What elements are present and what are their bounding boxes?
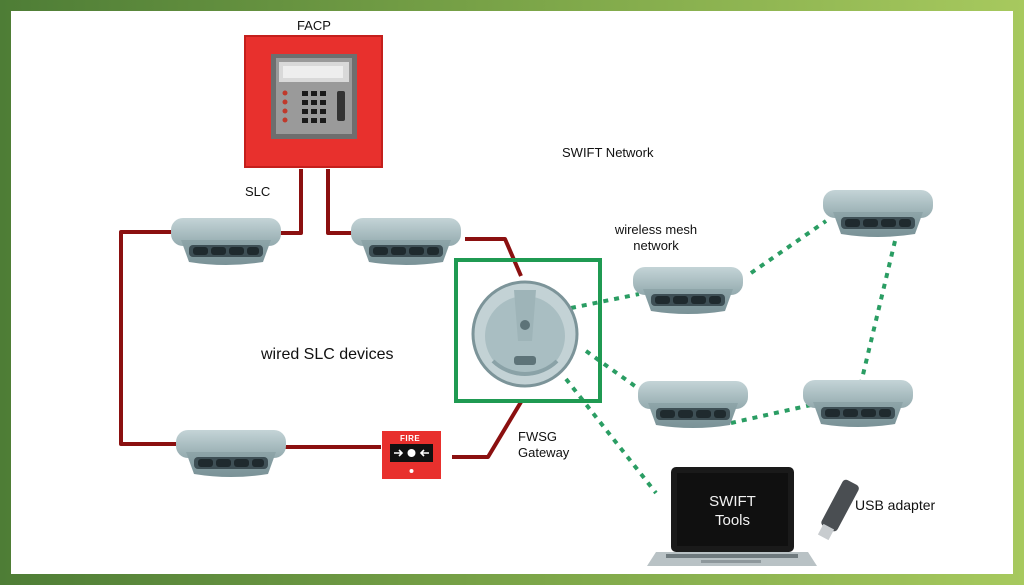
wireless-mesh-label: wireless mesh network [614, 222, 698, 253]
slc-wire-top [465, 237, 523, 277]
wired-slc-devices-label: wired SLC devices [261, 346, 394, 363]
facp-panel [244, 35, 383, 168]
wired-slc-lines [119, 169, 523, 459]
wireless-mesh-label-line1: wireless mesh [614, 222, 698, 237]
wireless-mesh-lines [564, 219, 897, 495]
pull-station-label: FIRE [400, 434, 421, 443]
mesh-link-5 [584, 349, 641, 391]
slc-wire-to-gateway [452, 400, 523, 459]
network-diagram [119, 35, 933, 566]
mesh-link-6 [564, 377, 658, 495]
mesh-link-4 [730, 403, 812, 425]
fwsg-label-line1: FWSG [518, 429, 557, 444]
smoke-detector-wireless-1 [633, 267, 743, 314]
fwsg-gateway-box [454, 258, 602, 403]
fwsg-gateway-label: FWSG Gateway [518, 429, 569, 460]
laptop-icon [647, 467, 817, 566]
slc-wire-left [273, 169, 303, 235]
laptop-screen-line2: Tools [714, 511, 751, 529]
usb-adapter-label: USB adapter [855, 497, 936, 513]
mesh-link-1 [570, 292, 640, 310]
manual-pull-station-icon [382, 431, 441, 479]
slc-wire-right [326, 169, 356, 235]
mesh-link-2 [749, 219, 828, 275]
smoke-detector-wireless-4 [803, 380, 913, 427]
mesh-link-3 [859, 240, 897, 384]
facp-label: FACP [297, 18, 331, 33]
fwsg-label-line2: Gateway [518, 444, 570, 460]
laptop-screen-line1: SWIFT [709, 493, 756, 510]
laptop-screen-text: SWIFT Tools [677, 493, 788, 531]
wireless-gateway-icon [471, 280, 579, 388]
smoke-detector-slc-2 [351, 218, 461, 265]
usb-adapter-icon [817, 479, 859, 541]
smoke-detector-wireless-2 [823, 190, 933, 237]
smoke-detector-slc-3 [176, 430, 286, 477]
slc-label: SLC [245, 184, 271, 199]
smoke-detector-slc-1 [171, 218, 281, 265]
swift-network-label: SWIFT Network [562, 145, 654, 160]
slc-wire-loop [119, 230, 181, 446]
diagram-frame: FACP SLC SWIFT Network wireless mesh net… [11, 11, 1013, 574]
wireless-mesh-label-line2: network [633, 237, 679, 253]
